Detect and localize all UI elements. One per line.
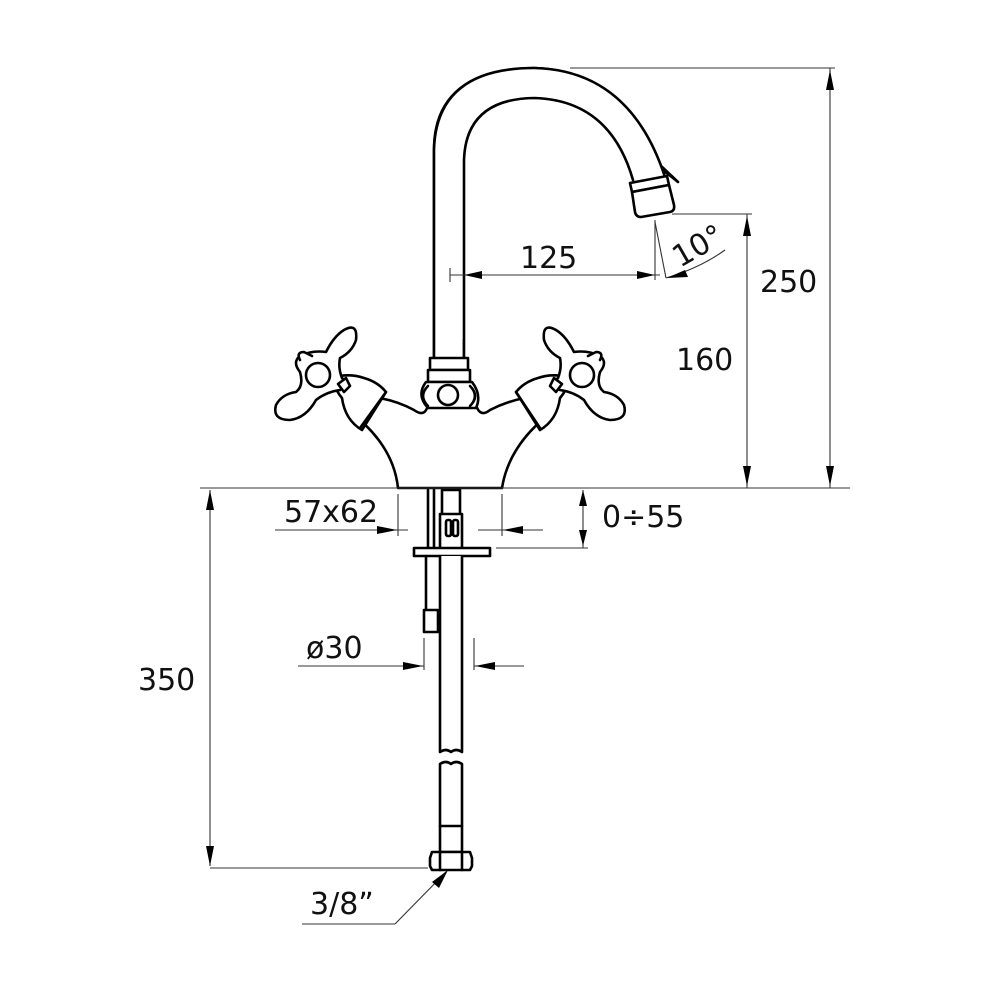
dim-hole-diameter: ø30 — [298, 631, 524, 670]
hose-nut — [428, 850, 474, 872]
dim-hose-thread: 3/8” — [302, 870, 448, 925]
dim-overall-height: 250 — [570, 67, 835, 488]
left-handle-cross — [274, 326, 358, 422]
right-handle-cross — [542, 326, 626, 422]
spout — [432, 66, 680, 364]
dim-deck-thickness: 0÷55 — [496, 490, 684, 549]
dim-spout-reach: 125 — [449, 220, 660, 282]
label-10-degrees: 10° — [667, 218, 731, 275]
dim-spout-angle: 10° — [654, 218, 731, 279]
aerator — [628, 174, 676, 219]
dim-outlet-height: 160 — [672, 213, 752, 488]
dim-hose-length: 350 — [138, 487, 428, 869]
label-57x62: 57x62 — [284, 495, 378, 530]
label-125: 125 — [520, 241, 577, 276]
mounting-hardware — [412, 488, 492, 634]
tap-body — [334, 356, 568, 490]
label-250: 250 — [760, 265, 817, 300]
label-3-8-inch: 3/8” — [310, 887, 374, 922]
flexible-hose — [428, 554, 474, 872]
dim-base-size: 57x62 — [275, 494, 543, 536]
label-350: 350 — [138, 663, 195, 698]
label-0-55: 0÷55 — [602, 500, 684, 535]
label-160: 160 — [676, 343, 733, 378]
spout-collar — [420, 356, 480, 410]
label-diameter-30: ø30 — [306, 631, 363, 666]
